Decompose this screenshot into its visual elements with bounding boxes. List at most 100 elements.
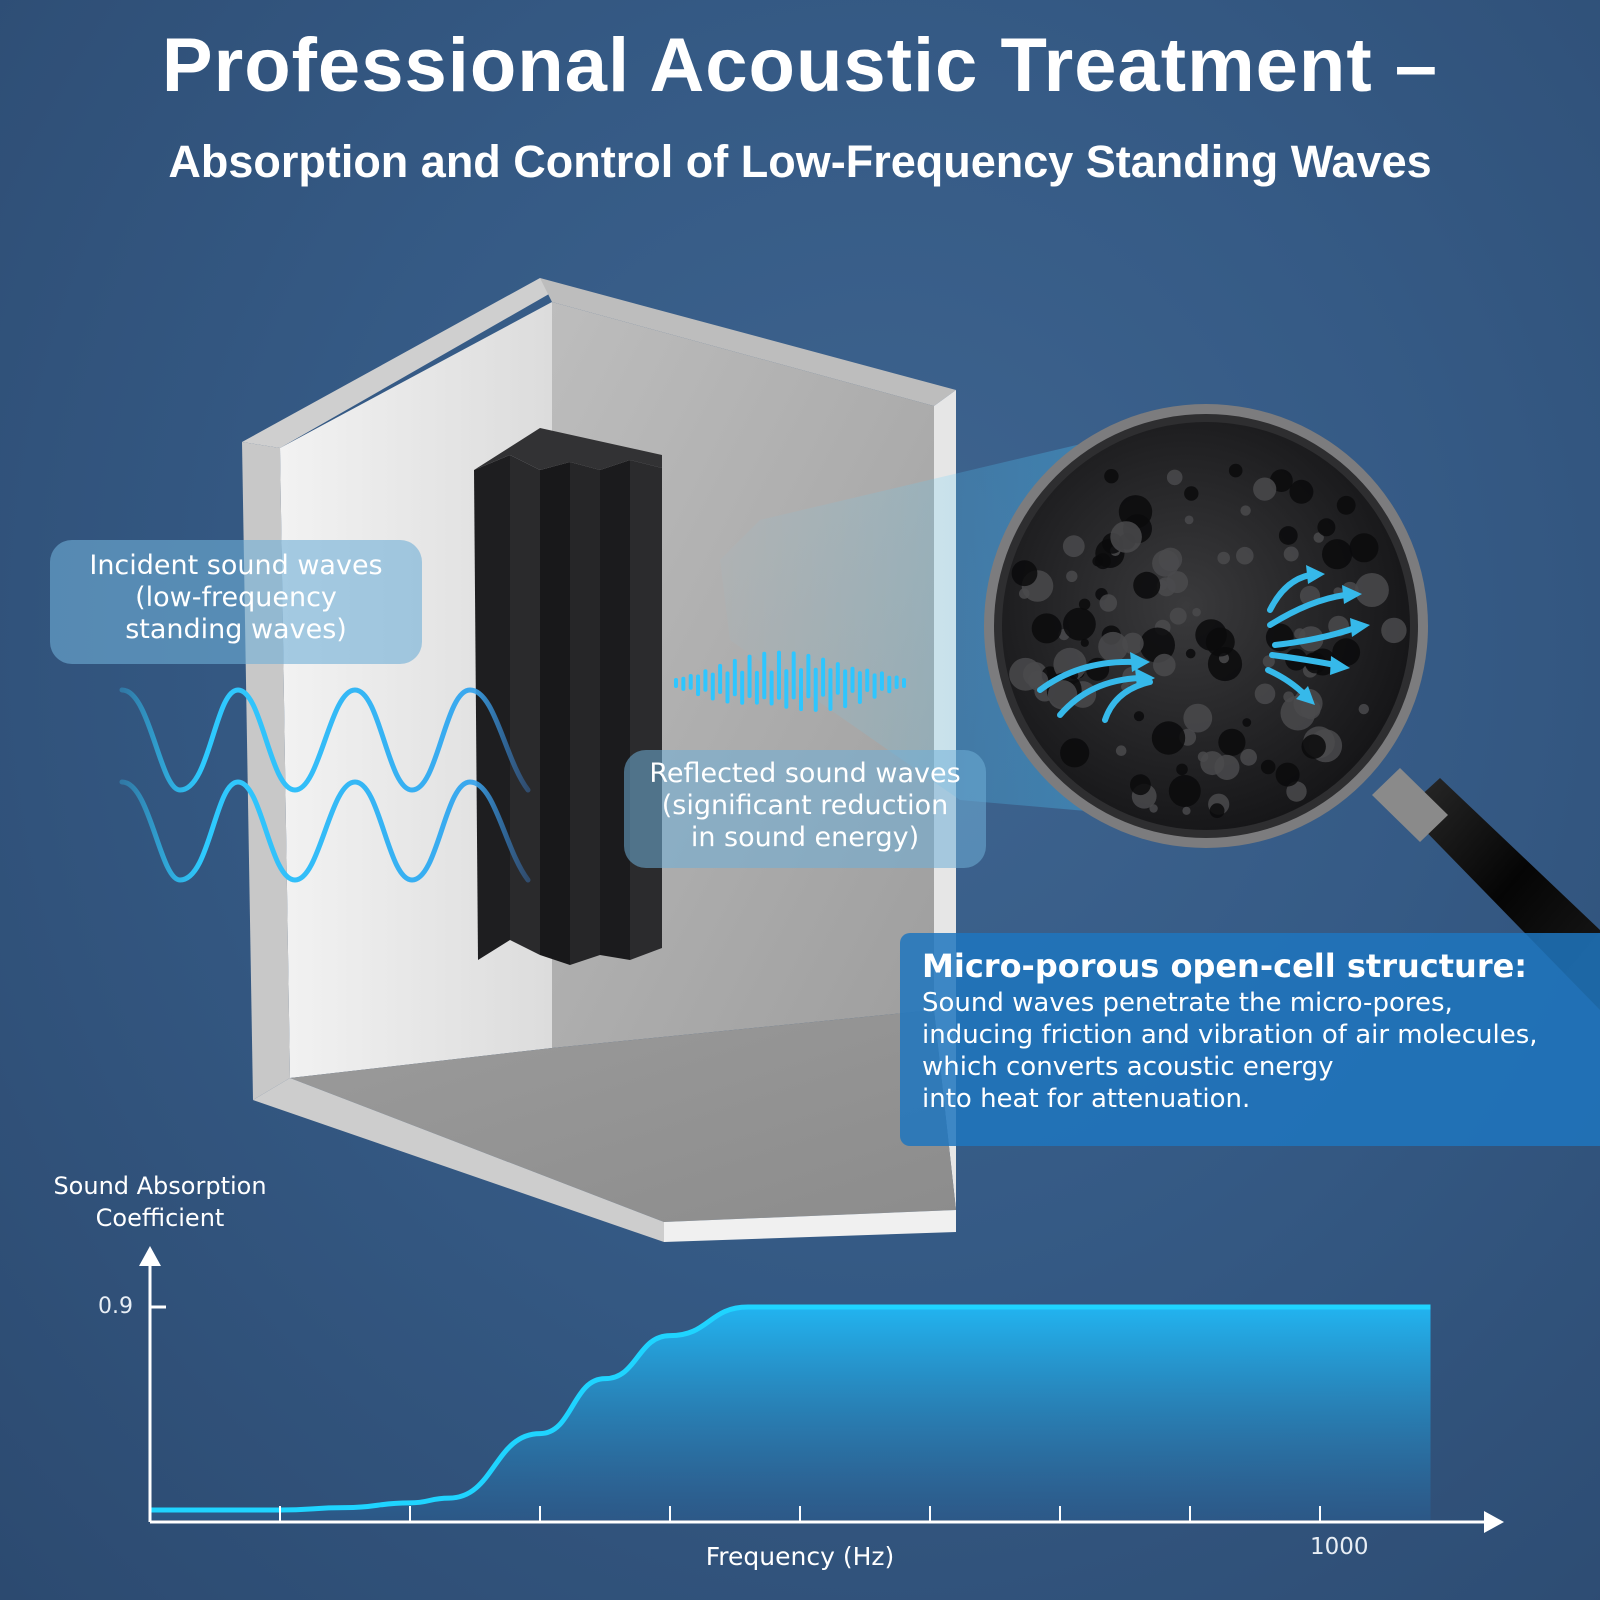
foam-pore: [1349, 533, 1379, 563]
foam-pore: [1152, 549, 1180, 577]
reflected-waves-callout: Reflected sound waves (significant reduc…: [624, 750, 986, 868]
micro-structure-panel: Micro-porous open-cell structure: Sound …: [900, 933, 1600, 1146]
foam-face-5: [600, 460, 630, 960]
micro-structure-line: which converts acoustic energy: [922, 1052, 1334, 1082]
airflow-arrow: [1267, 592, 1348, 628]
foam-pore: [1060, 738, 1090, 768]
callout-line: (low-frequency: [135, 582, 337, 613]
callout-line: (significant reduction: [661, 790, 949, 821]
wall-outer-top-left: [242, 278, 556, 448]
foam-pore: [1228, 463, 1243, 478]
foam-pore: [1289, 479, 1314, 504]
foam-pore: [1214, 754, 1240, 781]
foam-pore: [1260, 759, 1276, 775]
arrowhead: [1306, 565, 1325, 584]
foam-pore: [1317, 518, 1336, 537]
foam-pore: [1139, 627, 1175, 663]
foam-pore: [1218, 728, 1246, 756]
floor-right-edge: [664, 1210, 956, 1242]
foam-pore: [1176, 763, 1188, 776]
foam-pore: [1153, 653, 1176, 677]
airflow-arrowheads: [1130, 565, 1370, 705]
foam-pore: [1031, 613, 1062, 644]
micro-structure-line: inducing friction and vibration of air m…: [922, 1020, 1538, 1050]
foam-pore: [1166, 469, 1183, 486]
foam-pore: [1130, 774, 1151, 796]
callout-line: standing waves): [125, 614, 347, 645]
foam-pore: [1168, 775, 1201, 807]
y-axis-label-line: Coefficient: [95, 1204, 225, 1232]
foam-pore: [1185, 648, 1196, 659]
foam-pore: [1242, 718, 1252, 727]
foam-face-3: [540, 462, 570, 965]
foam-pore: [1254, 683, 1276, 705]
foam-pore: [1278, 526, 1298, 545]
foam-pore: [1169, 607, 1187, 625]
foam-pore: [1133, 711, 1145, 722]
page-title: Professional Acoustic Treatment –: [161, 23, 1439, 108]
foam-pore: [1236, 546, 1254, 565]
foam-pore: [1283, 691, 1295, 703]
foam-pore: [1092, 555, 1103, 567]
foam-pore: [1205, 627, 1235, 657]
incident-waves-callout: Incident sound waves (low-frequency stan…: [50, 540, 422, 664]
foam-face-2: [510, 455, 540, 955]
micro-structure-title: Micro-porous open-cell structure:: [922, 947, 1528, 985]
micro-structure-line: Sound waves penetrate the micro-pores,: [922, 988, 1453, 1018]
foam-pore: [1253, 477, 1277, 501]
foam-pore: [1283, 546, 1299, 562]
y-axis-arrow: [139, 1246, 161, 1266]
foam-pore: [1019, 588, 1030, 599]
foam-pore: [1381, 617, 1407, 644]
foam-pore: [1275, 762, 1300, 787]
x-axis-label: Frequency (Hz): [705, 1542, 895, 1571]
floor: [290, 1010, 956, 1222]
foam-pore: [1294, 628, 1306, 640]
foam-pore: [1240, 748, 1257, 766]
y-tick-label: 0.9: [98, 1294, 133, 1319]
foam-pore: [1099, 594, 1118, 612]
airflow-arrow: [1037, 658, 1138, 693]
foam-pore: [1182, 806, 1191, 815]
callout-line: Incident sound waves: [89, 550, 383, 581]
foam-pore: [1192, 607, 1201, 617]
foam-pore: [1063, 607, 1096, 641]
foam-pore: [1115, 745, 1127, 756]
foam-pore: [1286, 781, 1307, 802]
foam-pore: [1062, 535, 1085, 558]
callout-line: in sound energy): [690, 822, 920, 853]
foam-pore: [1183, 703, 1213, 733]
airflow-arrow: [1057, 675, 1143, 718]
foam-pore: [1336, 495, 1356, 515]
arrowhead: [1135, 668, 1155, 688]
y-axis-label-line: Sound Absorption: [53, 1172, 267, 1200]
micro-structure-line: into heat for attenuation.: [922, 1084, 1251, 1114]
incident-waves: [119, 687, 531, 883]
incident-wave-bottom: [119, 779, 531, 883]
foam-pore: [1098, 631, 1128, 662]
foam-pore: [1197, 751, 1209, 763]
foam-pore: [1011, 560, 1038, 587]
foam-pore: [1301, 734, 1326, 759]
foam-pore: [1151, 721, 1186, 755]
foam-pore: [1209, 803, 1225, 819]
arrowhead: [1330, 656, 1350, 675]
floor-front-edge: [253, 1078, 664, 1242]
arrowhead: [1350, 618, 1370, 637]
reflected-waves: [674, 650, 906, 712]
foam-pore: [1078, 598, 1091, 610]
foam-pore: [1262, 655, 1275, 668]
wall-outer-top-right: [540, 278, 956, 406]
callout-line: Reflected sound waves: [649, 758, 961, 789]
foam-pore: [1133, 571, 1161, 599]
foam-pore: [1149, 804, 1158, 813]
page-subtitle: Absorption and Control of Low-Frequency …: [168, 136, 1432, 187]
airflow-arrows: [1037, 572, 1358, 723]
foam-pore: [1322, 539, 1353, 570]
foam-face-6: [630, 460, 662, 960]
foam-pore: [1240, 505, 1251, 516]
arrowhead: [1130, 652, 1150, 672]
foam-pore: [1104, 469, 1119, 484]
magnifier-neck: [1372, 768, 1448, 842]
foam-pore: [1110, 521, 1142, 553]
